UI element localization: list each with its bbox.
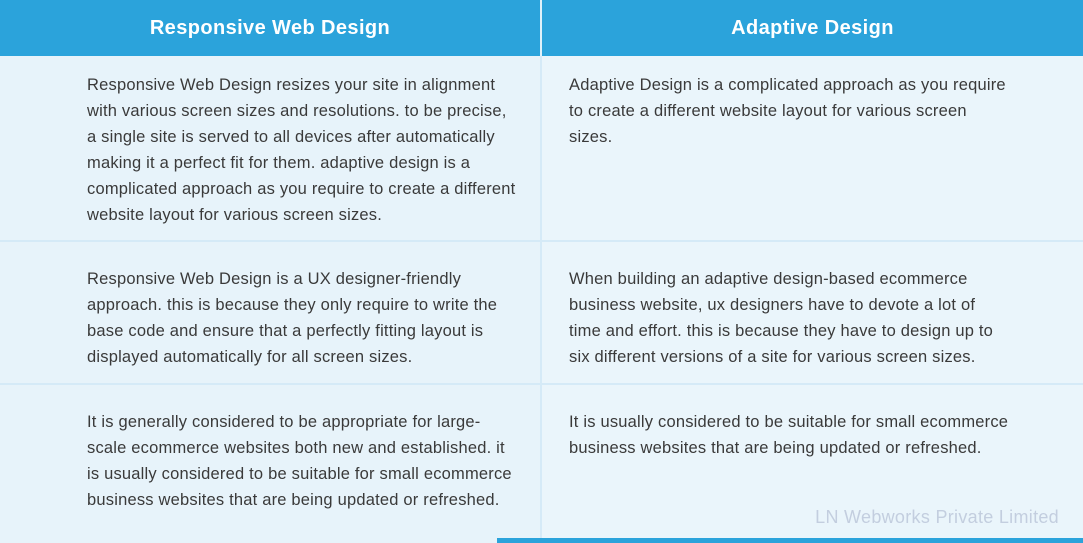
cell-adaptive-row-1: Adaptive Design is a complicated approac… <box>542 56 1083 240</box>
cell-responsive-row-2: Responsive Web Design is a UX designer-f… <box>0 240 542 383</box>
cell-adaptive-row-2: When building an adaptive design-based e… <box>542 240 1083 383</box>
bottom-accent-bar <box>497 538 1083 543</box>
cell-responsive-row-1: Responsive Web Design resizes your site … <box>0 56 542 240</box>
watermark-ln-webworks: LN Webworks Private Limited <box>815 507 1059 527</box>
column-header-responsive-web-design: Responsive Web Design <box>0 0 542 56</box>
cell-responsive-row-3: It is generally considered to be appropr… <box>0 383 542 543</box>
column-header-adaptive-design: Adaptive Design <box>542 0 1083 56</box>
cell-adaptive-row-3: It is usually considered to be suitable … <box>542 383 1083 543</box>
